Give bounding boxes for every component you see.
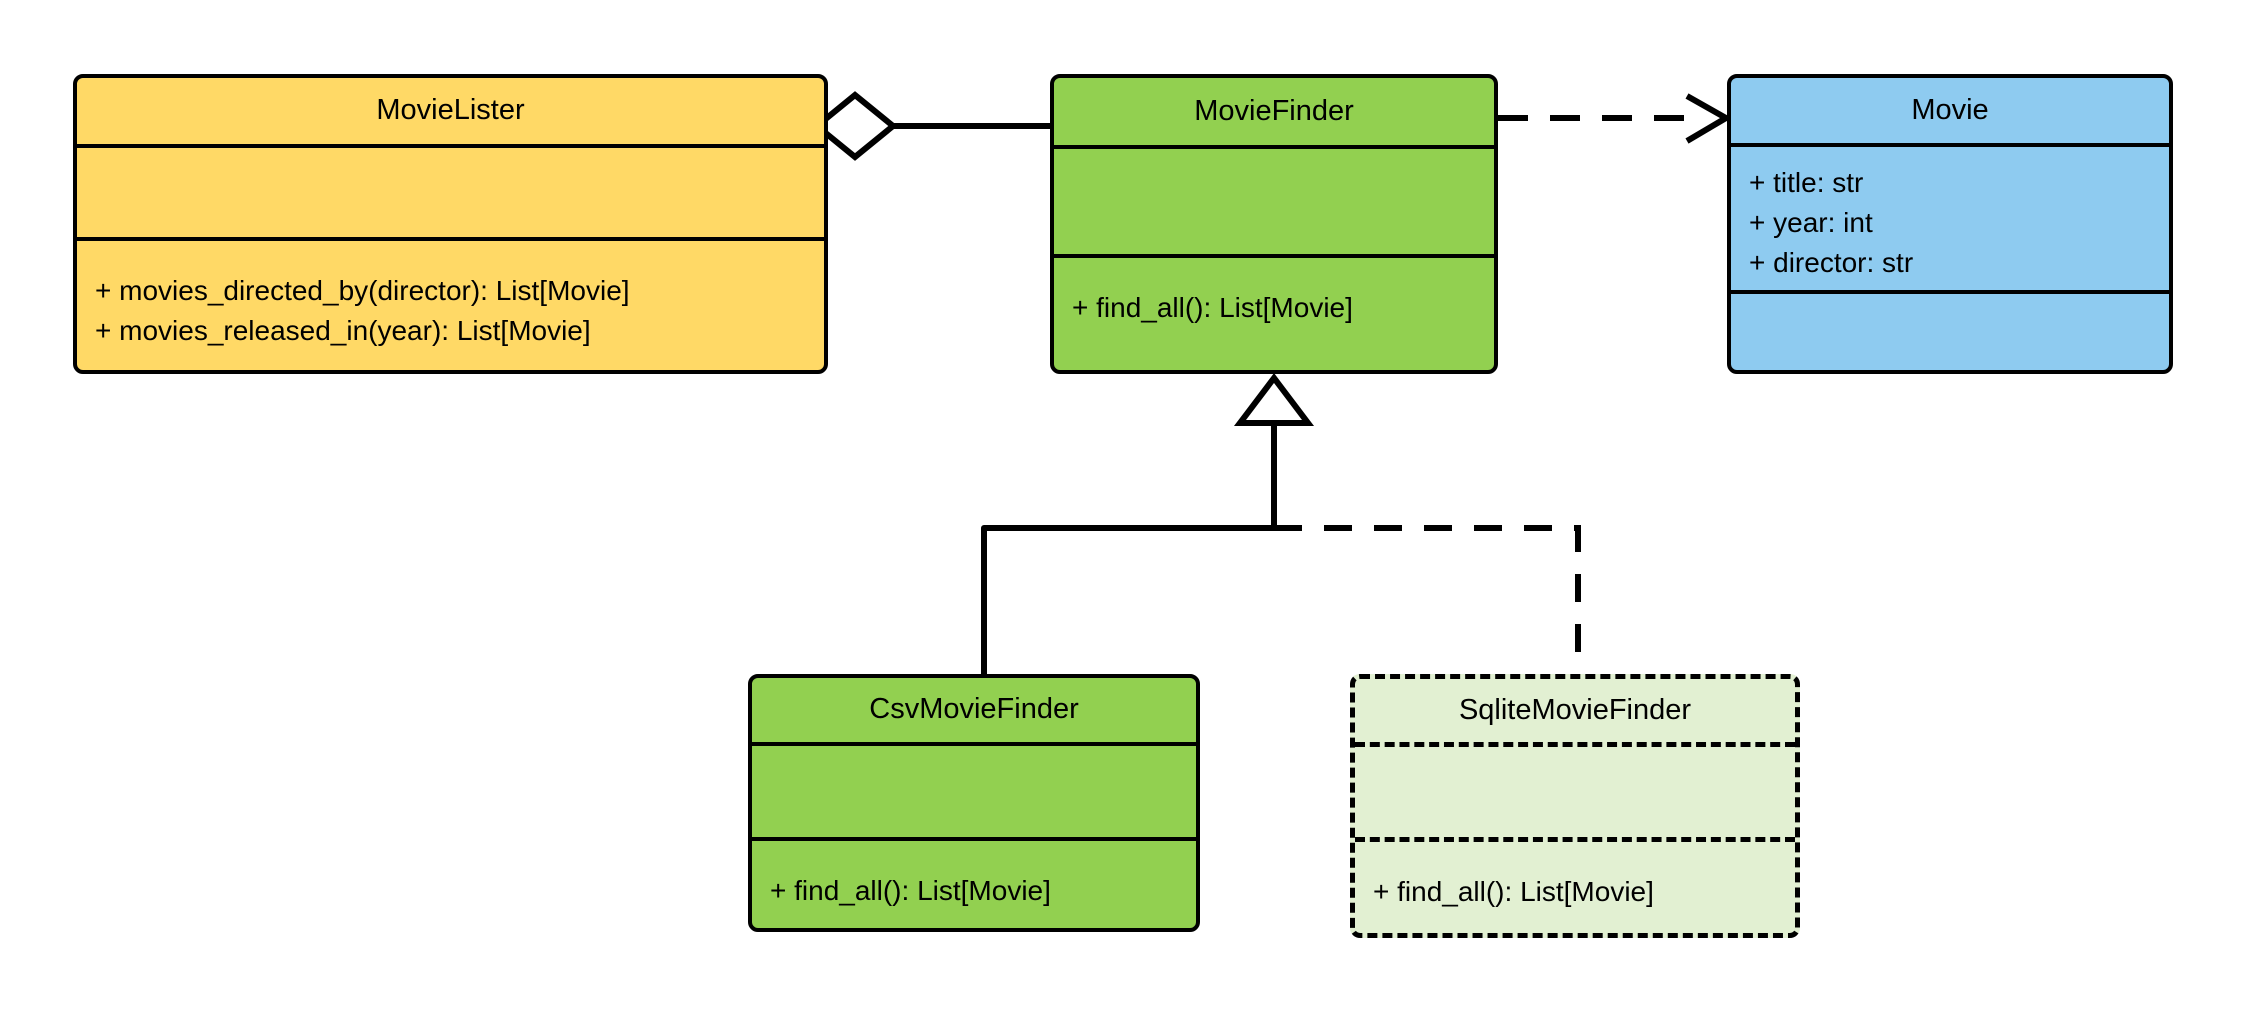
methods-compartment xyxy=(1731,294,2169,370)
attribute-item: + director: str xyxy=(1749,246,1914,278)
attribute-list: + title: str + year: int + director: str xyxy=(1731,147,2169,290)
method-item: + movies_released_in(year): List[Movie] xyxy=(95,314,591,346)
class-box-csv-movie-finder[interactable]: CsvMovieFinder + find_all(): List[Movie] xyxy=(748,674,1200,932)
attribute-list xyxy=(1054,149,1494,254)
attributes-compartment xyxy=(77,148,824,241)
attributes-compartment xyxy=(752,746,1196,841)
generalization-csv-finder-edge xyxy=(981,525,1274,674)
attribute-item: + title: str xyxy=(1749,167,1864,198)
open-arrow-icon xyxy=(1685,93,1733,144)
attributes-compartment xyxy=(1054,149,1494,258)
class-box-movie[interactable]: Movie + title: str + year: int + directo… xyxy=(1727,74,2173,374)
method-item: + find_all(): List[Movie] xyxy=(1373,876,1654,907)
methods-compartment: + find_all(): List[Movie] xyxy=(1355,842,1795,933)
class-title-sqlite-movie-finder: SqliteMovieFinder xyxy=(1458,693,1692,726)
attribute-list xyxy=(77,148,824,237)
class-name-compartment: Movie xyxy=(1731,78,2169,147)
methods-compartment: + find_all(): List[Movie] xyxy=(1054,258,1494,370)
method-list: + find_all(): List[Movie] xyxy=(1054,258,1494,370)
attribute-list xyxy=(1355,747,1795,837)
class-name-compartment: SqliteMovieFinder xyxy=(1355,679,1795,747)
attributes-compartment: + title: str + year: int + director: str xyxy=(1731,147,2169,294)
method-item: + movies_directed_by(director): List[Mov… xyxy=(95,275,630,306)
method-item: + find_all(): List[Movie] xyxy=(1072,292,1353,323)
class-name-compartment: MovieLister xyxy=(77,78,824,148)
class-name-compartment: MovieFinder xyxy=(1054,78,1494,149)
class-title-movie-finder: MovieFinder xyxy=(1194,94,1354,127)
generalization-triangle-group xyxy=(1233,373,1315,528)
class-box-movie-finder[interactable]: MovieFinder + find_all(): List[Movie] xyxy=(1050,74,1498,374)
generalization-csv-line xyxy=(981,525,1274,674)
generalization-sqlite-line xyxy=(1274,525,1581,674)
dependency-finder-movie-edge xyxy=(1498,93,1733,144)
methods-compartment: + find_all(): List[Movie] xyxy=(752,841,1196,928)
method-item: + find_all(): List[Movie] xyxy=(770,875,1051,906)
class-box-sqlite-movie-finder[interactable]: SqliteMovieFinder + find_all(): List[Mov… xyxy=(1350,674,1800,938)
class-title-csv-movie-finder: CsvMovieFinder xyxy=(869,693,1079,726)
method-list: + find_all(): List[Movie] xyxy=(1355,842,1795,933)
class-title-movie: Movie xyxy=(1911,93,1989,126)
method-list: + movies_directed_by(director): List[Mov… xyxy=(77,241,824,370)
class-box-movie-lister[interactable]: MovieLister + movies_directed_by(directo… xyxy=(73,74,828,374)
attribute-list xyxy=(752,746,1196,837)
method-list xyxy=(1731,294,2169,370)
generalization-sqlite-finder-edge xyxy=(1274,525,1581,674)
method-list: + find_all(): List[Movie] xyxy=(752,841,1196,928)
class-name-compartment: CsvMovieFinder xyxy=(752,678,1196,746)
hollow-triangle-icon xyxy=(1233,373,1315,426)
attributes-compartment xyxy=(1355,747,1795,842)
hollow-diamond-icon xyxy=(812,91,898,161)
class-title-movie-lister: MovieLister xyxy=(376,94,525,127)
methods-compartment: + movies_directed_by(director): List[Mov… xyxy=(77,241,824,370)
aggregation-lister-finder-edge xyxy=(812,91,1050,161)
attribute-item: + year: int xyxy=(1749,206,1873,238)
